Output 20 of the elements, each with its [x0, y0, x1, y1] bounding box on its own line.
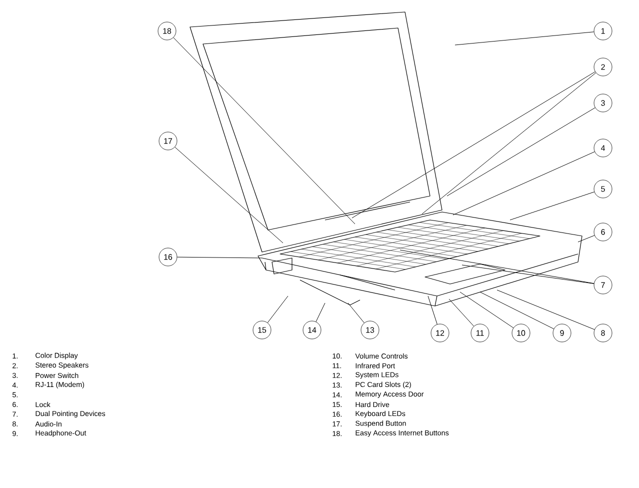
- leader-line: [174, 146, 284, 244]
- leader-line: [460, 292, 514, 328]
- leader-line: [578, 235, 595, 242]
- leader-line: [267, 296, 288, 323]
- leader-line: [352, 71, 596, 218]
- leader-line: [452, 152, 595, 216]
- leader-line: [462, 264, 594, 284]
- leader-line: [422, 72, 596, 214]
- leader-line: [428, 296, 438, 324]
- leader-line: [316, 302, 326, 322]
- leader-line: [510, 192, 595, 220]
- leader-line: [496, 290, 595, 330]
- leader-line: [454, 32, 594, 46]
- leader-line: [448, 298, 474, 326]
- leader-line: [348, 302, 364, 324]
- leader-line: [446, 107, 596, 196]
- leader-line: [400, 250, 594, 284]
- leader-line: [176, 256, 262, 258]
- leader-line: [173, 37, 356, 224]
- leader-line: [480, 292, 554, 330]
